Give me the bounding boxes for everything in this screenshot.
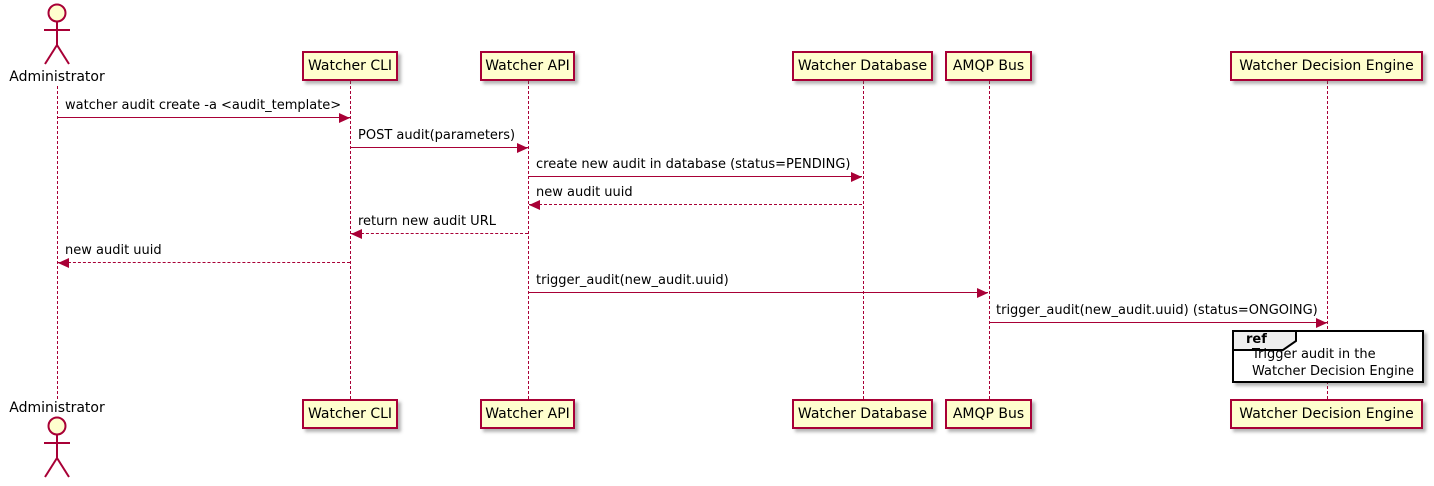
ref-tag-label: ref xyxy=(1246,332,1267,347)
message-line-1 xyxy=(58,117,350,118)
participant-box-watcher-api-top: Watcher API xyxy=(480,51,575,81)
message-label-3: create new audit in database (status=PEN… xyxy=(536,157,851,172)
participant-box-watcher-database-top: Watcher Database xyxy=(792,51,933,81)
arrowhead-icon xyxy=(1316,318,1327,328)
actor-label-bottom: Administrator xyxy=(9,400,105,416)
ref-text-line: Watcher Decision Engine xyxy=(1252,364,1414,379)
ref-text-line: Trigger audit in the xyxy=(1252,347,1376,362)
participant-box-watcher-cli-bottom: Watcher CLI xyxy=(302,399,398,429)
participant-box-watcher-database-bottom: Watcher Database xyxy=(792,399,933,429)
actor-head xyxy=(47,3,67,23)
message-label-1: watcher audit create -a <audit_template> xyxy=(65,98,342,113)
arrowhead-icon xyxy=(529,200,540,210)
message-line-3 xyxy=(529,176,862,177)
message-line-5 xyxy=(351,233,528,234)
arrowhead-icon xyxy=(351,229,362,239)
participant-box-amqp-bus-bottom: AMQP Bus xyxy=(945,399,1032,429)
message-label-6: new audit uuid xyxy=(65,243,162,258)
actor-label-top: Administrator xyxy=(9,69,105,85)
arrowhead-icon xyxy=(977,288,988,298)
arrowhead-icon xyxy=(339,113,350,123)
message-line-8 xyxy=(989,322,1327,323)
lifeline-administrator xyxy=(57,86,58,399)
message-line-2 xyxy=(351,147,528,148)
message-label-2: POST audit(parameters) xyxy=(358,128,516,143)
participant-box-watcher-decision-engine-bottom: Watcher Decision Engine xyxy=(1230,399,1423,429)
ref-tag-pentagon-icon xyxy=(1232,330,1297,351)
actor-head xyxy=(47,416,67,436)
lifeline-amqp-bus xyxy=(988,81,990,399)
message-line-6 xyxy=(58,262,350,263)
lifeline-watcher-database xyxy=(862,81,864,399)
message-line-4 xyxy=(529,204,862,205)
ref-fragment: ref Trigger audit in the Watcher Decisio… xyxy=(1232,330,1424,383)
arrowhead-icon xyxy=(517,143,528,153)
message-label-8: trigger_audit(new_audit.uuid) (status=ON… xyxy=(996,303,1318,318)
arrowhead-icon xyxy=(851,172,862,182)
lifeline-watcher-cli xyxy=(350,81,351,399)
participant-box-watcher-decision-engine-top: Watcher Decision Engine xyxy=(1230,51,1423,81)
actor-figure-bottom xyxy=(44,416,70,478)
participant-box-amqp-bus-top: AMQP Bus xyxy=(945,51,1032,81)
message-label-4: new audit uuid xyxy=(536,185,633,200)
participant-box-watcher-api-bottom: Watcher API xyxy=(480,399,575,429)
lifeline-watcher-decision-engine xyxy=(1326,81,1328,399)
message-label-7: trigger_audit(new_audit.uuid) xyxy=(536,273,729,288)
participant-box-watcher-cli-top: Watcher CLI xyxy=(302,51,398,81)
lifeline-watcher-api xyxy=(527,81,529,399)
arrowhead-icon xyxy=(58,258,69,268)
actor-figure-top xyxy=(44,3,70,65)
message-label-5: return new audit URL xyxy=(358,214,496,229)
message-line-7 xyxy=(529,292,988,293)
